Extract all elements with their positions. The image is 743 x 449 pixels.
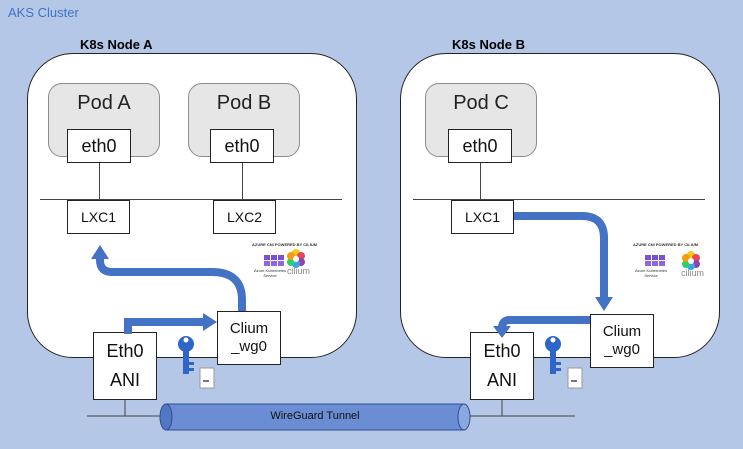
pod-b-name: Pod B (216, 92, 272, 114)
node-b-wg-line2: _wg0 (604, 341, 640, 358)
node-a-lxc1: LXC1 (67, 200, 130, 234)
pod-a-eth0: eth0 (67, 129, 131, 163)
node-b-wg-line1: Clium (602, 323, 642, 340)
pod-b-eth0: eth0 (210, 129, 274, 163)
node-a-logo-azure: Azure Kubernetes Service (253, 268, 287, 278)
cluster-label: AKS Cluster (8, 5, 79, 20)
cilium-icon (287, 249, 305, 268)
node-a-eth0-ani: Eth0 ANI (93, 332, 157, 400)
pod-c-name: Pod C (453, 92, 509, 114)
arrowhead-node-a-lxc1 (91, 245, 109, 259)
node-a-logo-caption: AZURE CNI POWERED BY CILIUM (252, 242, 318, 247)
pod-c-link (480, 163, 481, 203)
node-a-eth0: Eth0 (106, 341, 144, 361)
node-b-divider (413, 199, 705, 200)
arrowhead-node-a-wg0 (203, 313, 217, 331)
node-a-title: K8s Node A (80, 37, 153, 52)
cilium-icon (682, 251, 700, 270)
arrowhead-node-b-eth0 (493, 326, 511, 338)
key-icon (545, 336, 561, 374)
node-b-lxc1: LXC1 (451, 200, 514, 234)
wireguard-tunnel-left-cap (159, 403, 173, 431)
arrow-eth0-to-wg0-node-a (124, 318, 205, 334)
azure-kubernetes-icon (645, 255, 665, 266)
node-a-wg-line2: _wg0 (231, 338, 267, 355)
node-b-eth0-ani: Eth0 ANI (470, 332, 534, 400)
wireguard-tunnel-body (165, 403, 465, 431)
node-a-cilium-wg0: Clium_wg0 (217, 311, 281, 365)
node-a-lxc2: LXC2 (213, 200, 276, 234)
node-b-logo-caption: AZURE CNI POWERED BY CILIUM (633, 242, 699, 247)
node-b-logo-azure: Azure Kubernetes Service (634, 268, 668, 278)
wireguard-tunnel-right-cap (457, 403, 471, 431)
pod-a-name: Pod A (77, 92, 131, 114)
arrow-wg0-to-eth0-node-b (498, 316, 590, 329)
document-icon (199, 367, 215, 389)
node-a-divider (40, 199, 342, 200)
node-b-cilium-wg0: Clium_wg0 (590, 314, 654, 368)
document-icon (567, 367, 583, 389)
key-icon (178, 336, 194, 374)
node-b-ani: ANI (486, 370, 517, 390)
arrow-wg0-to-lxc1-node-a (96, 258, 246, 311)
node-b-logo-cilium: cilium (681, 268, 705, 278)
node-b-title: K8s Node B (452, 37, 525, 52)
node-a-ani: ANI (109, 370, 140, 390)
arrow-lxc1-to-wg0-node-b (514, 212, 608, 298)
pod-a-link (99, 163, 100, 203)
node-a-wg-line1: Clium (229, 320, 269, 337)
arrowhead-node-b-wg0 (595, 297, 613, 311)
pod-c-eth0: eth0 (448, 129, 512, 163)
pod-b-link (242, 163, 243, 203)
wireguard-tunnel-label: WireGuard Tunnel (270, 410, 360, 422)
node-b-eth0: Eth0 (483, 341, 521, 361)
node-a-logo-cilium: cilium (287, 266, 311, 276)
azure-kubernetes-icon (264, 255, 284, 266)
